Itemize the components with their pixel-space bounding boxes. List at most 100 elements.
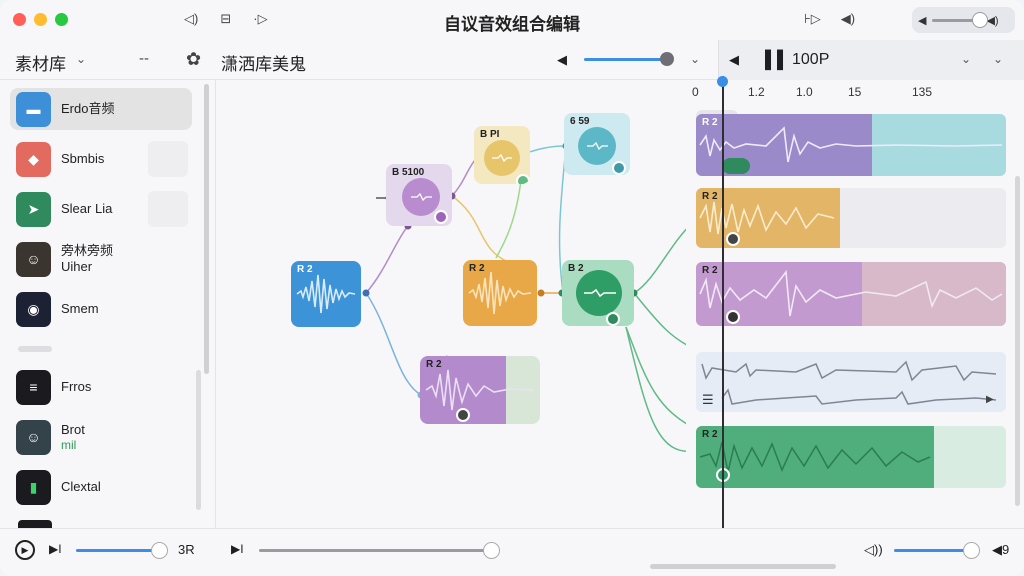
node-label: B 2 — [568, 263, 584, 274]
library-item-title: 旁林旁频 — [61, 243, 114, 258]
library-label[interactable]: 素材库 — [15, 55, 66, 74]
node-label: R 2 — [469, 263, 485, 274]
library-item-subtitle: Uiher — [61, 259, 93, 274]
skip-next-icon[interactable]: ▶I — [231, 542, 244, 556]
effects-icon[interactable]: ✿ — [186, 49, 202, 69]
minimize-window-button[interactable] — [34, 13, 47, 26]
effect-knob[interactable] — [578, 127, 616, 165]
master-volume-control[interactable]: ◀ ◀) — [912, 7, 1015, 33]
master-volume-knob[interactable] — [972, 11, 989, 28]
play-cursor-icon[interactable]: ·▷ — [253, 11, 268, 26]
scrub-slider-knob[interactable] — [483, 542, 500, 559]
library-item-title: Smem — [61, 301, 99, 316]
volume-down-icon[interactable]: ◀ — [918, 14, 927, 27]
panel-icon[interactable]: ⊟ — [220, 11, 232, 26]
playhead[interactable] — [722, 76, 724, 528]
play-button[interactable]: ▶ — [15, 540, 35, 560]
timeline-clip[interactable]: R 2 — [696, 426, 1006, 488]
pause-button[interactable]: ▌▌ — [765, 50, 790, 69]
rewind-icon[interactable]: ◀ — [729, 52, 739, 67]
plugin-badge-icon — [612, 161, 626, 175]
speaker-icon[interactable]: ◁) — [184, 11, 199, 26]
item-partial-preview — [18, 346, 52, 352]
project-name[interactable]: 潇洒库美鬼 — [221, 55, 306, 74]
library-item[interactable]: ▬ Erdo音频 — [10, 88, 192, 130]
library-item[interactable]: ◉ Smem — [10, 288, 192, 330]
timeline-clip[interactable]: ☰ ▶ — [696, 352, 1006, 412]
timeline-clip[interactable]: R 2 — [696, 114, 1006, 176]
chevron-down-icon[interactable]: ⌄ — [961, 52, 972, 66]
volume-icon[interactable]: ◀) — [840, 11, 856, 26]
library-item[interactable]: ▮ Clextal — [10, 466, 192, 508]
zoom-slider[interactable] — [584, 52, 674, 66]
effect-knob[interactable] — [402, 178, 440, 216]
scrub-slider[interactable] — [259, 542, 500, 559]
close-window-button[interactable] — [13, 13, 26, 26]
chevron-down-icon[interactable]: ⌄ — [76, 52, 87, 66]
speaker-arrow-icon[interactable]: ◀ — [557, 52, 567, 67]
library-item-title: Erdo音频 — [61, 101, 115, 116]
play-small-icon[interactable]: ▶ — [986, 394, 994, 405]
arrow-icon: ➤ — [16, 191, 51, 227]
volume-icon[interactable]: ◁)) — [864, 542, 883, 557]
timeline-clip[interactable]: R 2 — [696, 262, 1006, 326]
speed-slider[interactable] — [76, 542, 168, 559]
audio-node[interactable]: R 2 — [420, 356, 540, 424]
bar-icon: ▮ — [16, 469, 51, 505]
time-ruler[interactable]: 0 1.2 1.0 15 135 — [686, 80, 1024, 104]
volume-up-icon[interactable]: ◀9 — [992, 542, 1010, 557]
waveform-icon — [699, 126, 1003, 163]
library-item[interactable]: ☺ 旁林旁频 Uiher — [10, 238, 192, 280]
effect-node[interactable]: B PI — [474, 126, 530, 184]
playhead-handle[interactable] — [717, 76, 728, 87]
clip-marker[interactable] — [722, 158, 750, 174]
zoom-slider-knob[interactable] — [660, 52, 674, 66]
node-label: R 2 — [297, 264, 313, 275]
library-item[interactable]: ➤ Slear Lia — [10, 188, 192, 230]
library-item-title: Sbmbis — [61, 151, 105, 166]
waveform-icon — [699, 269, 1003, 317]
chevron-down-icon[interactable]: ⌄ — [993, 52, 1004, 66]
main-toolbar: 素材库 ⌄ -- ✿ 潇洒库美鬼 ◀ ⌄ — [0, 40, 718, 80]
chevron-down-icon[interactable]: ⌄ — [690, 52, 701, 66]
node-label: B PI — [480, 129, 500, 140]
plugin-badge-icon — [434, 210, 448, 224]
node-graph-canvas[interactable]: R 2 B 5100 B PI 6 59 — [216, 80, 686, 528]
mixer-knob[interactable] — [576, 270, 622, 316]
zoom-window-button[interactable] — [55, 13, 68, 26]
audio-node[interactable]: R 2 — [291, 261, 361, 327]
effect-knob[interactable] — [484, 140, 520, 176]
window-controls — [13, 13, 68, 26]
timeline-panel[interactable]: 0 1.2 1.0 15 135 R 2 R 2 — [686, 80, 1024, 528]
library-item[interactable]: ◆ Sbmbis — [10, 138, 192, 180]
waveform-icon — [701, 360, 997, 405]
effect-node[interactable]: 6 59 — [564, 113, 630, 175]
timeline-clip[interactable]: R 2 — [696, 188, 1006, 248]
volume-up-icon[interactable]: ◀) — [986, 14, 999, 27]
library-item[interactable]: ≡ Frros — [10, 366, 192, 408]
library-item[interactable]: ☺ Brot mil — [10, 416, 192, 458]
master-volume-slider[interactable] — [932, 11, 989, 28]
library-item-title: Brot — [61, 422, 85, 437]
plugin-badge-icon — [516, 174, 530, 184]
output-volume-knob[interactable] — [963, 542, 980, 559]
horizontal-scrollbar[interactable] — [650, 564, 836, 569]
list-icon[interactable]: ☰ — [702, 392, 714, 407]
mixer-node[interactable]: B 2 — [562, 260, 634, 326]
sidebar-scrollbar[interactable] — [204, 84, 209, 374]
effect-node[interactable]: B 5100 — [386, 164, 452, 226]
library-item-title: Clextal — [61, 479, 101, 494]
skip-next-icon[interactable]: ▶I — [49, 542, 62, 556]
output-volume-slider[interactable] — [894, 542, 980, 559]
plugin-badge-icon — [456, 408, 470, 422]
speed-slider-knob[interactable] — [151, 542, 168, 559]
audio-node[interactable]: R 2 — [463, 260, 537, 326]
ruler-tick: 15 — [848, 85, 862, 99]
timeline-scrollbar[interactable] — [1015, 176, 1020, 506]
ruler-tick: 1.0 — [796, 85, 813, 99]
step-forward-icon[interactable]: ⊦▷ — [804, 11, 821, 26]
sidebar-scrollbar-lower[interactable] — [196, 370, 201, 510]
circle-logo-icon: ◉ — [16, 291, 51, 327]
item-placeholder — [148, 141, 188, 177]
